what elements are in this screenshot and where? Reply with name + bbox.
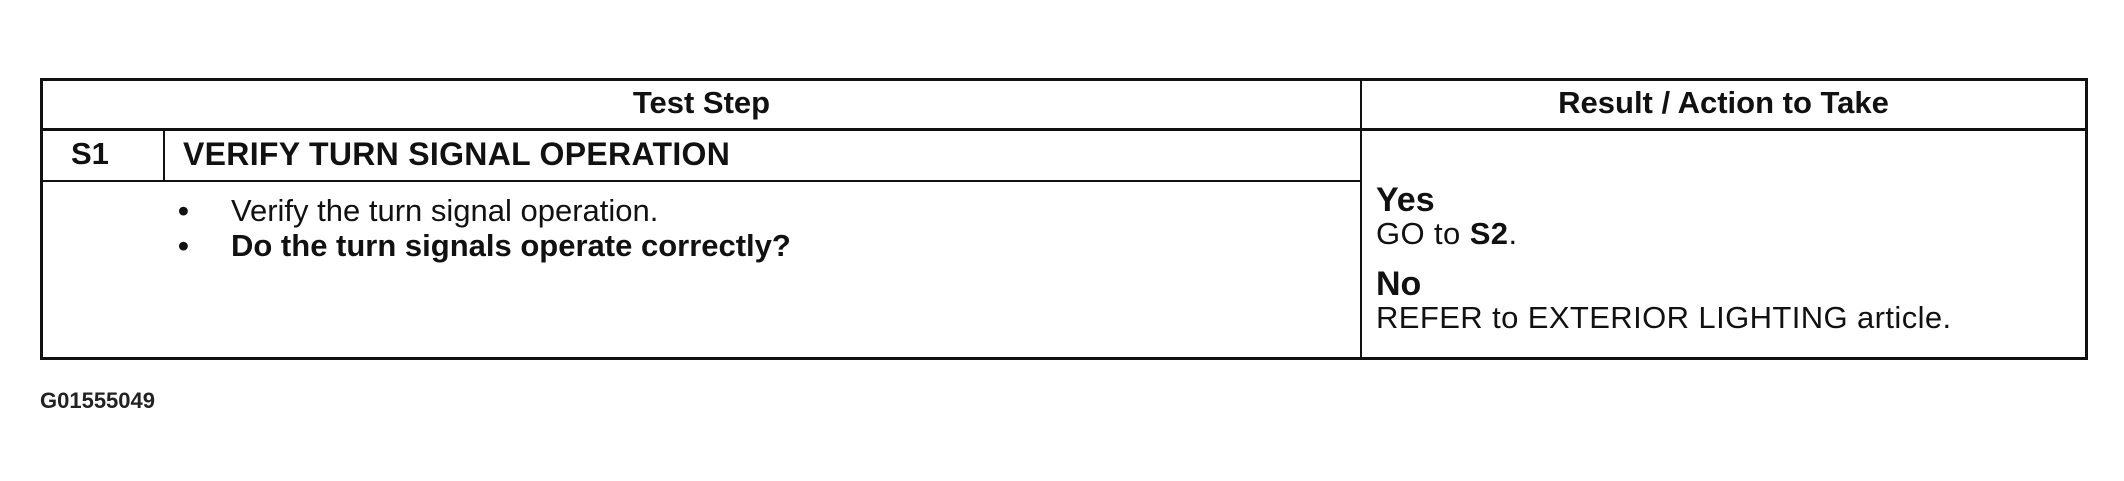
bullet-icon: •: [178, 193, 189, 228]
column-divider: [1360, 81, 1362, 357]
step-title: VERIFY TURN SIGNAL OPERATION: [183, 136, 731, 172]
instruction-item: • Verify the turn signal operation.: [178, 193, 791, 228]
test-step-table: Test Step Result / Action to Take S1 VER…: [40, 78, 2088, 360]
bullet-icon: •: [178, 228, 189, 263]
result-yes: Yes GO to S2.: [1376, 183, 1517, 251]
figure-id: G01555049: [40, 388, 155, 413]
step-instructions: • Verify the turn signal operation. • Do…: [178, 193, 791, 263]
header-divider: [43, 128, 2085, 131]
step-id-divider: [163, 128, 165, 181]
header-test-step: Test Step: [632, 85, 771, 120]
result-label: No: [1376, 265, 1422, 303]
instruction-text: Do the turn signals operate correctly?: [231, 228, 791, 263]
result-label: Yes: [1376, 181, 1435, 219]
result-action: REFER to EXTERIOR LIGHTING article.: [1376, 300, 1952, 335]
instruction-text: Verify the turn signal operation.: [231, 193, 659, 228]
step-id: S1: [71, 136, 109, 171]
step-title-divider: [43, 180, 1360, 182]
step-link[interactable]: S2: [1469, 216, 1509, 251]
header-result-action: Result / Action to Take: [1558, 85, 1889, 120]
result-no: No REFER to EXTERIOR LIGHTING article.: [1376, 267, 1952, 335]
result-action: GO to S2.: [1376, 216, 1518, 251]
instruction-item-question: • Do the turn signals operate correctly?: [178, 228, 791, 263]
